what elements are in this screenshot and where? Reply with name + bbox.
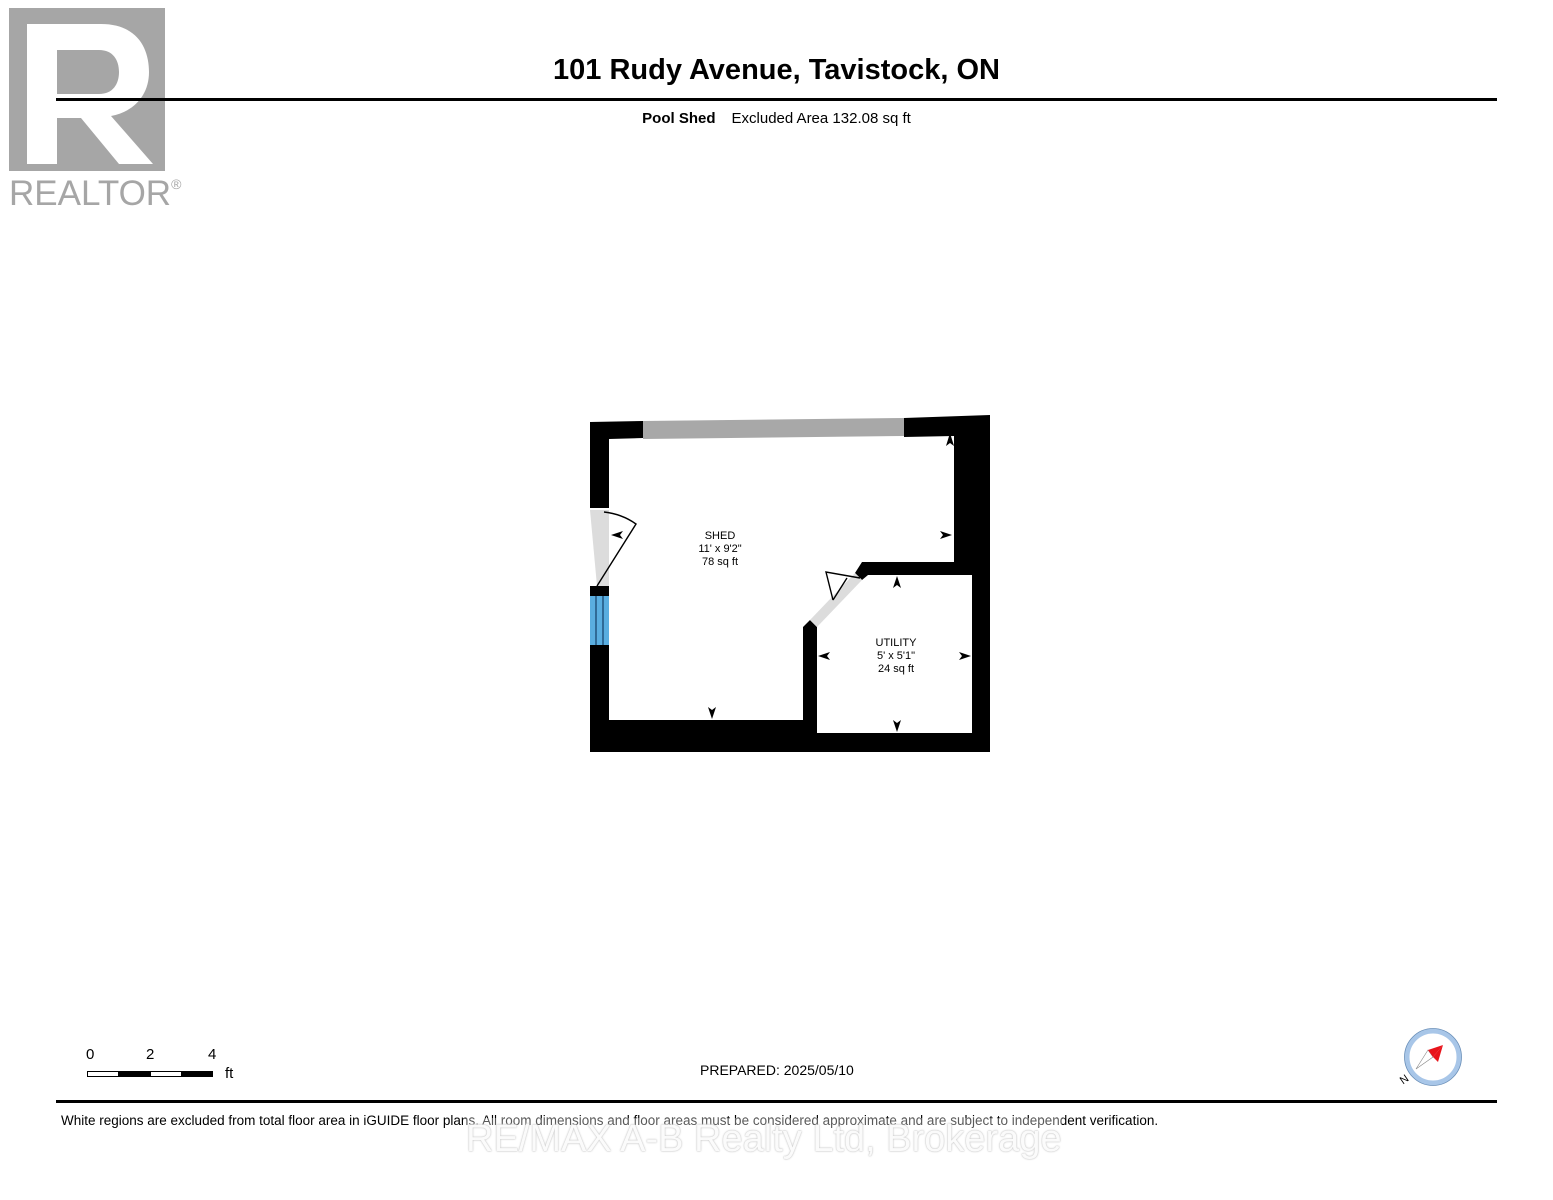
stair-icon [590, 596, 609, 645]
disclaimer: White regions are excluded from total fl… [61, 1113, 1159, 1128]
scale-tick-2: 2 [146, 1046, 155, 1063]
room-name: UTILITY [875, 637, 917, 649]
room-label-shed: SHED 11' x 9'2" 78 sq ft [660, 530, 780, 569]
page-title: 101 Rudy Avenue, Tavistock, ON [553, 54, 1000, 86]
realtor-logo: REALTOR® [6, 6, 182, 213]
window-top [643, 418, 904, 439]
outer-walls [590, 415, 990, 752]
prepared-date: PREPARED: 2025/05/10 [700, 1062, 854, 1078]
utility-door-swing [825, 571, 861, 601]
scale-tick-0: 0 [86, 1046, 95, 1063]
floor-subtitle: Pool Shed Excluded Area 132.08 sq ft [0, 110, 1553, 127]
realtor-wordmark: REALTOR® [9, 174, 182, 213]
room-area: 24 sq ft [877, 663, 915, 675]
scale-tick-4: 4 [208, 1046, 217, 1063]
brokerage-watermark: RE/MAX A-B Realty Ltd, Brokerage [466, 1118, 1062, 1161]
floor-name: Pool Shed [642, 110, 716, 127]
left-door-opening [590, 510, 609, 586]
room-dimensions: 11' x 9'2" [698, 543, 742, 555]
scale-segment [150, 1071, 182, 1077]
scale-bar: 0 2 4 ft [85, 1046, 245, 1086]
scale-unit: ft [225, 1065, 234, 1082]
compass-icon: N [1398, 1028, 1462, 1087]
left-door-swing [596, 511, 637, 587]
scale-segment [87, 1071, 119, 1077]
floor-plan: SHED 11' x 9'2" 78 sq ft UTILITY 5' x 5'… [590, 415, 990, 752]
realtor-r-icon [9, 8, 165, 171]
header-divider [56, 98, 1497, 101]
room-dimensions: 5' x 5'1" [876, 650, 916, 662]
compass-north-label: N [1398, 1073, 1411, 1087]
excluded-area: Excluded Area 132.08 sq ft [731, 110, 911, 127]
room-area: 78 sq ft [701, 556, 739, 568]
utility-door-opening [810, 573, 862, 627]
scale-segment [181, 1071, 213, 1077]
room-label-utility: UTILITY 5' x 5'1" 24 sq ft [836, 637, 956, 676]
room-name: SHED [704, 530, 736, 542]
measurement-arrows [611, 433, 971, 732]
scale-segment [118, 1071, 151, 1077]
footer-divider [56, 1100, 1497, 1103]
